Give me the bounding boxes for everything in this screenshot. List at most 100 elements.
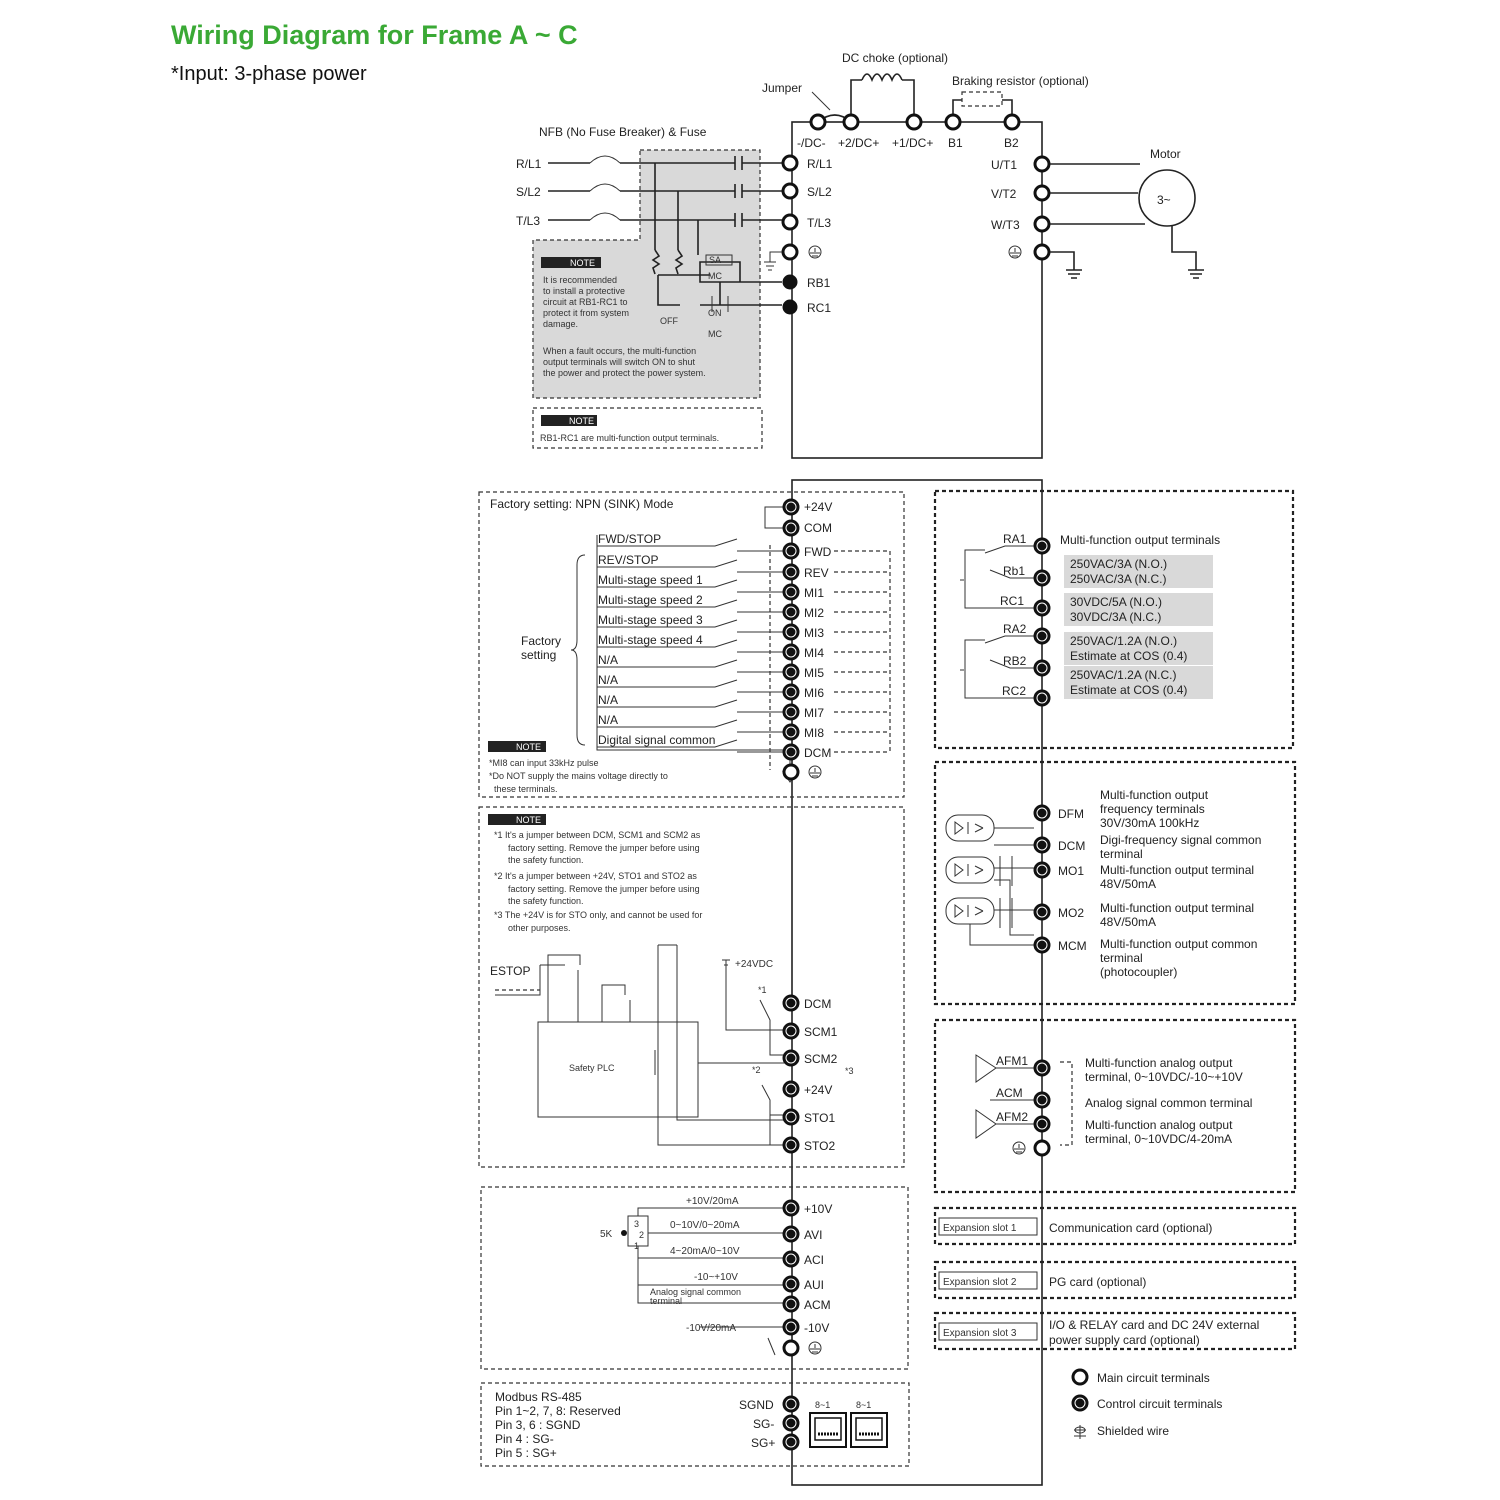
safety-note-line: *3 The +24V is for STO only, and cannot … <box>494 910 702 920</box>
off-label: OFF <box>660 316 678 326</box>
ground-icon <box>808 765 822 779</box>
di-switch-icon <box>597 538 738 547</box>
terminal-relay[interactable] <box>1033 689 1051 707</box>
modbus-line: Pin 4 : SG- <box>495 1432 554 1446</box>
terminal-di[interactable] <box>782 603 800 621</box>
terminal-dc-plus1[interactable] <box>905 113 923 131</box>
terminal-relay[interactable] <box>1033 599 1051 617</box>
terminal-s-l2[interactable] <box>781 182 799 200</box>
terminal-relay[interactable] <box>1033 627 1051 645</box>
terminal-safety[interactable] <box>782 994 800 1012</box>
terminal-label: STO2 <box>804 1139 835 1153</box>
terminal-b2[interactable] <box>1003 113 1021 131</box>
terminal-analog-in[interactable] <box>782 1250 800 1268</box>
terminal-t-l3[interactable] <box>781 213 799 231</box>
terminal-modbus[interactable] <box>782 1433 800 1451</box>
terminal-u-t1[interactable] <box>1033 155 1051 173</box>
terminal-digital-out[interactable] <box>1033 861 1051 879</box>
terminal-ground-input[interactable] <box>781 243 799 261</box>
do-description: Digi-frequency signal common <box>1100 833 1261 847</box>
terminal-ground-di[interactable] <box>782 763 800 781</box>
terminal-di[interactable] <box>782 723 800 741</box>
terminal-relay[interactable] <box>1033 659 1051 677</box>
terminal-safety[interactable] <box>782 1049 800 1067</box>
di-note-line: *MI8 can input 33kHz pulse <box>489 758 599 768</box>
terminal-label: -10V <box>804 1321 829 1335</box>
terminal-digital-out[interactable] <box>1033 804 1051 822</box>
legend-label: Control circuit terminals <box>1097 1397 1222 1411</box>
terminal-digital-out[interactable] <box>1033 903 1051 921</box>
safety-plc-box <box>537 1021 699 1118</box>
terminal-ground-output[interactable] <box>1033 243 1051 261</box>
terminal-di[interactable] <box>782 623 800 641</box>
terminal-safety[interactable] <box>782 1022 800 1040</box>
terminal-v-t2[interactable] <box>1033 184 1051 202</box>
terminal-ground-ai[interactable] <box>782 1339 800 1357</box>
terminal-analog-out[interactable] <box>1033 1115 1051 1133</box>
terminal-modbus[interactable] <box>782 1395 800 1413</box>
terminal-safety[interactable] <box>782 1136 800 1154</box>
terminal-ground-ao[interactable] <box>1033 1139 1051 1157</box>
terminal-analog-in[interactable] <box>782 1318 800 1336</box>
output-label: U/T1 <box>991 158 1017 172</box>
ao-description: terminal, 0~10VDC/4-20mA <box>1085 1132 1232 1146</box>
drive-input-label: R/L1 <box>807 157 833 171</box>
terminal-di[interactable] <box>782 542 800 560</box>
terminal-di[interactable] <box>782 683 800 701</box>
expansion-slot-label: Expansion slot 1 <box>943 1223 1017 1234</box>
terminal-com[interactable] <box>782 519 800 537</box>
note1-line: It is recommended <box>543 275 617 285</box>
terminal-di[interactable] <box>782 663 800 681</box>
terminal-analog-in[interactable] <box>782 1199 800 1217</box>
rj45-port-icon[interactable] <box>850 1412 888 1448</box>
terminal-di[interactable] <box>782 703 800 721</box>
drive-power-box <box>791 121 1043 459</box>
terminal-relay[interactable] <box>1033 537 1051 555</box>
terminal-dc-minus[interactable] <box>809 113 827 131</box>
rating-box <box>1064 593 1213 626</box>
npn-mode-label: Factory setting: NPN (SINK) Mode <box>490 497 674 511</box>
terminal-analog-out[interactable] <box>1033 1059 1051 1077</box>
rj45-port-icon[interactable] <box>809 1412 847 1448</box>
terminal-label: MI6 <box>804 686 824 700</box>
terminal-r-l1[interactable] <box>781 154 799 172</box>
terminal-w-t3[interactable] <box>1033 215 1051 233</box>
drive-control-box <box>791 479 1043 1486</box>
terminal-safety[interactable] <box>782 1108 800 1126</box>
rating-text: 250VAC/3A (N.O.) <box>1070 557 1167 571</box>
terminal-relay[interactable] <box>1033 569 1051 587</box>
terminal-analog-in[interactable] <box>782 1295 800 1313</box>
pot-label: 5K <box>600 1229 613 1240</box>
expansion-slot[interactable]: Expansion slot 3I/O & RELAY card and DC … <box>933 1311 1297 1351</box>
terminal-rc1[interactable] <box>782 299 798 315</box>
rj45-label: 8~1 <box>856 1400 871 1410</box>
terminal-di[interactable] <box>782 583 800 601</box>
note-badge <box>541 257 601 268</box>
terminal-label: DCM <box>804 997 831 1011</box>
safety-note-line: the safety function. <box>508 855 584 865</box>
terminal-label: REV <box>804 566 829 580</box>
terminal-dc-plus2[interactable] <box>842 113 860 131</box>
terminal-digital-out[interactable] <box>1033 836 1051 854</box>
terminal-di[interactable] <box>782 563 800 581</box>
terminal-rb1[interactable] <box>782 274 798 290</box>
input-label: S/L2 <box>516 185 541 199</box>
terminal-safety[interactable] <box>782 1080 800 1098</box>
terminal-plus24v[interactable] <box>782 498 800 516</box>
terminal-di[interactable] <box>782 643 800 661</box>
terminal-analog-in[interactable] <box>782 1275 800 1293</box>
di-row-label: N/A <box>598 673 618 687</box>
terminal-modbus[interactable] <box>782 1414 800 1432</box>
dc-term-label: B2 <box>1004 136 1019 150</box>
ai-signal: -10~+10V <box>694 1272 738 1283</box>
terminal-b1[interactable] <box>944 113 962 131</box>
safety-mark: *2 <box>752 1065 761 1075</box>
terminal-analog-out[interactable] <box>1033 1091 1051 1109</box>
terminal-analog-in[interactable] <box>782 1225 800 1243</box>
expansion-slot-label: Expansion slot 3 <box>943 1328 1017 1339</box>
terminal-di[interactable] <box>782 743 800 761</box>
ground-icon <box>1008 245 1022 259</box>
terminal-digital-out[interactable] <box>1033 936 1051 954</box>
